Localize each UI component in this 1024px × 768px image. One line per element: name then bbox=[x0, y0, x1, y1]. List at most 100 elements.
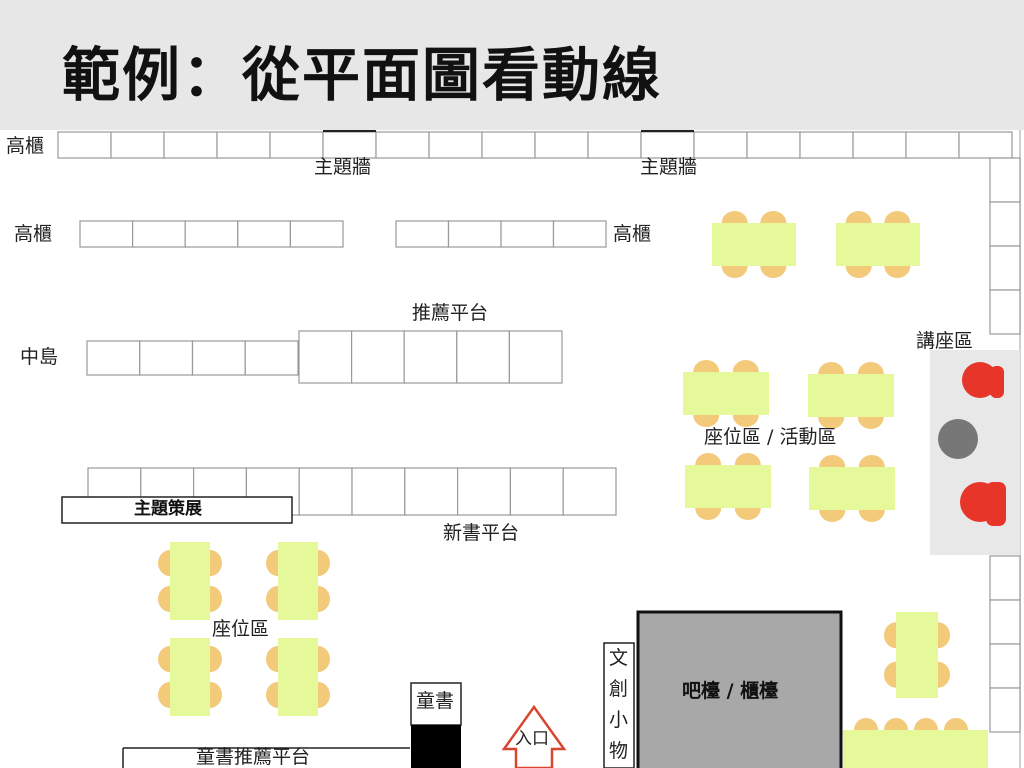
shelf-cell bbox=[139, 340, 194, 376]
label-theme-wall-2: 主題牆 bbox=[640, 156, 698, 178]
cabinet-cell bbox=[989, 687, 1021, 733]
table bbox=[809, 467, 895, 510]
table bbox=[170, 542, 210, 620]
label-lecture-area: 講座區 bbox=[916, 330, 974, 352]
cabinet-cell bbox=[640, 131, 695, 159]
cabinet-cell bbox=[989, 201, 1021, 247]
theme-exhibit-box bbox=[61, 496, 293, 524]
right-wall-cabinets-lower bbox=[989, 555, 1021, 733]
stationery-shelf bbox=[603, 642, 635, 768]
label-childrens-recommend-platform: 童書推薦平台 bbox=[196, 746, 311, 768]
cabinet-cell bbox=[132, 220, 186, 248]
childrens-books-shelf bbox=[411, 725, 461, 768]
cabinet-cell bbox=[237, 220, 292, 248]
shelf-cell bbox=[509, 467, 564, 516]
label-stationery-1: 文 bbox=[609, 647, 629, 669]
cabinet-cell bbox=[552, 220, 607, 248]
cabinet-cell bbox=[57, 131, 112, 159]
shelf-cell bbox=[244, 340, 299, 376]
cabinet-cell bbox=[693, 131, 748, 159]
top-tall-cabinet-row bbox=[57, 131, 1013, 159]
cabinet-cell bbox=[163, 131, 218, 159]
cabinet-cell bbox=[905, 131, 960, 159]
cabinet-cell bbox=[989, 245, 1021, 291]
shelf-cell bbox=[351, 467, 406, 516]
table bbox=[683, 372, 769, 415]
shelf-cell bbox=[508, 330, 563, 384]
table bbox=[278, 638, 318, 716]
table bbox=[836, 223, 920, 266]
label-stationery-4: 物 bbox=[609, 740, 629, 762]
slide-header: 範例：從平面圖看動線 bbox=[0, 0, 1024, 130]
label-seating-area: 座位區 bbox=[212, 618, 270, 640]
table bbox=[712, 223, 796, 266]
table bbox=[278, 542, 318, 620]
shelf-cell bbox=[457, 467, 512, 516]
shelf-cell bbox=[298, 330, 353, 384]
long-table bbox=[843, 730, 988, 768]
label-recommend-platform: 推薦平台 bbox=[412, 302, 489, 324]
cabinet-cell bbox=[269, 131, 324, 159]
cabinet-cell bbox=[395, 220, 450, 248]
lecture-seat-bottom bbox=[960, 482, 1006, 526]
cabinet-cell bbox=[799, 131, 854, 159]
cabinet-cell bbox=[852, 131, 907, 159]
label-childrens-books: 童書 bbox=[416, 690, 455, 712]
tall-cabinet-right-row bbox=[395, 220, 607, 248]
label-new-books-platform: 新書平台 bbox=[443, 522, 520, 544]
table bbox=[685, 465, 771, 508]
cabinet-cell bbox=[481, 131, 536, 159]
table bbox=[808, 374, 894, 417]
tables-layer bbox=[158, 211, 988, 768]
cabinet-cell bbox=[587, 131, 642, 159]
cabinet-cell bbox=[375, 131, 430, 159]
cabinet-cell bbox=[500, 220, 555, 248]
table bbox=[896, 612, 938, 698]
label-stationery-3: 小 bbox=[609, 709, 629, 731]
label-tall-cabinet-right: 高櫃 bbox=[613, 223, 652, 245]
label-seating-activity-area: 座位區 / 活動區 bbox=[704, 426, 837, 448]
cabinet-cell bbox=[989, 599, 1021, 645]
shelf-cell bbox=[562, 467, 617, 516]
cabinet-cell bbox=[447, 220, 502, 248]
cabinet-cell bbox=[216, 131, 271, 159]
tall-cabinet-left-row bbox=[79, 220, 344, 248]
shelf-cell bbox=[403, 330, 458, 384]
cabinet-cell bbox=[989, 555, 1021, 601]
lecture-podium bbox=[938, 419, 978, 459]
cabinet-cell bbox=[989, 157, 1021, 203]
label-stationery-2: 創 bbox=[609, 678, 629, 700]
shelf-cell bbox=[456, 330, 510, 384]
lecture-seat-top bbox=[962, 362, 1004, 398]
table bbox=[170, 638, 210, 716]
cabinet-cell bbox=[428, 131, 483, 159]
shelf-cell bbox=[191, 340, 246, 376]
label-entrance: 入口 bbox=[515, 729, 549, 749]
cabinet-cell bbox=[989, 643, 1021, 689]
label-theme-wall-1: 主題牆 bbox=[314, 156, 372, 178]
label-tall-cabinet-left: 高櫃 bbox=[14, 223, 53, 245]
cabinet-cell bbox=[322, 131, 377, 159]
bar-counter bbox=[636, 610, 843, 768]
cabinet-cell bbox=[289, 220, 344, 248]
shelf-cell bbox=[86, 340, 141, 376]
cabinet-cell bbox=[79, 220, 134, 248]
cabinet-cell bbox=[184, 220, 239, 248]
recommend-platform-shelves bbox=[298, 330, 563, 384]
entrance-arrow bbox=[501, 704, 567, 768]
cabinet-cell bbox=[534, 131, 589, 159]
shelf-cell bbox=[351, 330, 405, 384]
cabinet-cell bbox=[746, 131, 801, 159]
cabinet-cell bbox=[110, 131, 165, 159]
childrens-books-box bbox=[410, 682, 462, 726]
shelf-cell bbox=[404, 467, 459, 516]
cabinet-cell bbox=[989, 289, 1021, 335]
label-bar-counter: 吧檯 / 櫃檯 bbox=[682, 680, 779, 702]
label-theme-exhibit: 主題策展 bbox=[134, 499, 202, 519]
center-island-shelves bbox=[86, 340, 299, 376]
slide-title: 範例：從平面圖看動線 bbox=[62, 41, 663, 109]
label-tall-cabinet-top: 高櫃 bbox=[6, 135, 45, 157]
cabinet-cell bbox=[958, 131, 1013, 159]
